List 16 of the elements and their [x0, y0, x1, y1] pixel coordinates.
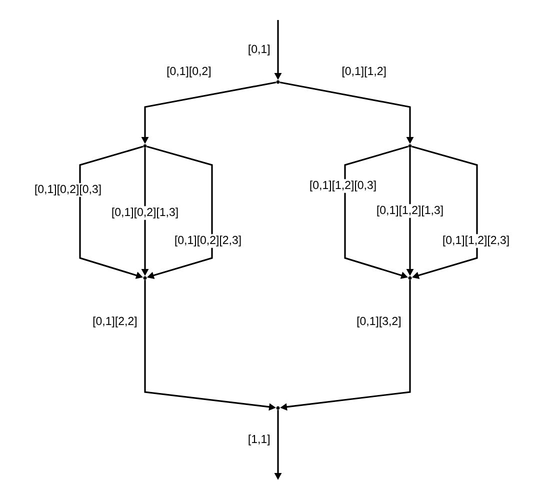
edge-label: [0,1][1,2][1,3]	[374, 204, 446, 218]
edge-label: [0,1][1,2][2,3]	[440, 234, 512, 248]
edge-label: [0,1][2,2]	[93, 316, 136, 328]
edge-label: [1,1]	[248, 434, 270, 446]
edge-label: [0,1][1,2]	[342, 66, 386, 78]
arrow	[79, 146, 144, 279]
arrow	[412, 146, 478, 280]
edge-label: [0,1][0,2][0,3]	[32, 183, 104, 197]
edge-label: [0,1]	[248, 44, 270, 56]
arrow	[146, 146, 213, 280]
edge-label: [0,1][1,2][0,3]	[308, 179, 378, 193]
edge-label: [0,1][0,2]	[167, 66, 210, 78]
edge-label: [0,1][0,2][2,3]	[172, 234, 244, 248]
edge-label: [0,1][3,2]	[357, 316, 400, 328]
edge-label: [0,1][0,2][1,3]	[110, 206, 180, 220]
arrow	[344, 146, 408, 279]
